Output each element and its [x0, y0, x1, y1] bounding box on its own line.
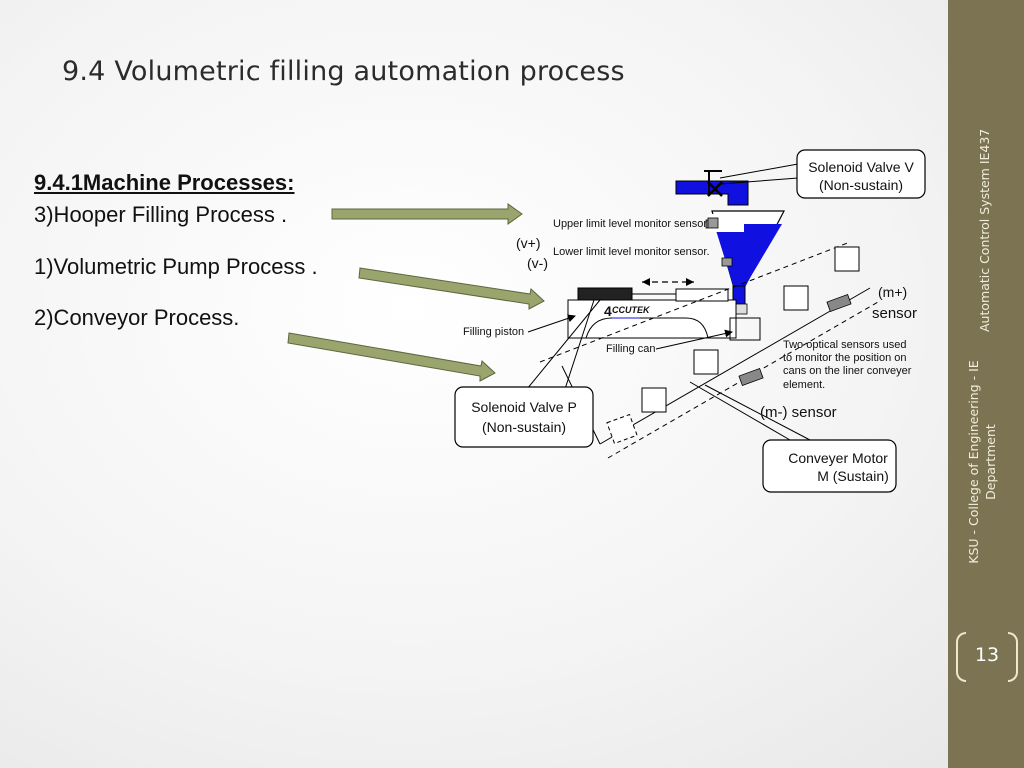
lower-sensor-label: Lower limit level monitor sensor. [553, 246, 710, 258]
callout-solenoid-p-line2: (Non-sustain) [482, 419, 566, 435]
callout-motor-line1: Conveyer Motor [788, 450, 888, 466]
can-box [834, 246, 860, 272]
filling-piston-label: Filling piston [463, 326, 524, 338]
callout-solenoid-v-line1: Solenoid Valve V [808, 159, 914, 175]
page-bracket-right [1008, 632, 1018, 682]
callout-solenoid-p-line1: Solenoid Valve P [471, 399, 577, 415]
can-box [693, 349, 719, 375]
conveyor [539, 241, 879, 459]
can-box [641, 387, 667, 413]
optical-note-line2: to monitor the position on [783, 352, 907, 364]
brand-logo: CCUTEK [612, 305, 651, 315]
slide-title: 9.4 Volumetric filling automation proces… [62, 56, 625, 87]
brand-logo-4: 4 [604, 303, 612, 319]
pump-solenoid-block [577, 287, 633, 301]
department-line2: Department [983, 424, 998, 500]
callout-solenoid-valve-v [796, 149, 926, 199]
section-heading: 9.4.1Machine Processes: [34, 170, 295, 195]
can-box-dashed [606, 413, 638, 445]
page-bracket-left [956, 632, 966, 682]
m-plus-sensor-icon [826, 294, 852, 312]
optical-note-line3: cans on the liner conveyer [783, 365, 912, 377]
upper-sensor-label: Upper limit level monitor sensor [553, 218, 707, 230]
leader-lines [526, 163, 811, 441]
filling-can-under-nozzle [729, 317, 761, 341]
optical-note-line1: Two optical sensors used [783, 339, 907, 351]
filling-piston-cylinder [675, 288, 729, 302]
m-minus-sensor-icon [738, 368, 764, 386]
reciprocate-arrow [642, 278, 694, 286]
pointer-arrow-pump [358, 267, 545, 310]
feed-pipe [675, 170, 749, 206]
list-item-hopper: 3)Hooper Filling Process . [34, 202, 288, 227]
m-minus-label: (m-) sensor [760, 404, 837, 421]
callout-motor-line2: M (Sustain) [817, 468, 889, 484]
department-label: KSU - College of Engineering - IE Depart… [965, 349, 999, 575]
optical-note-line4: element. [783, 379, 825, 391]
list-item-conveyor: 2)Conveyor Process. [34, 305, 240, 330]
course-label: Automatic Control System IE437 [977, 128, 992, 332]
page-number-text: 13 [974, 644, 1000, 666]
m-plus-sensor-label: sensor [872, 305, 917, 322]
lower-sensor-icon [721, 257, 733, 267]
pointer-arrow-hopper [331, 203, 523, 225]
list-item-pump: 1)Volumetric Pump Process . [34, 254, 318, 279]
page-number: 13 [956, 632, 1018, 682]
callout-solenoid-v-line2: (Non-sustain) [819, 177, 903, 193]
callout-conveyer-motor [762, 439, 897, 493]
can-box [783, 285, 809, 311]
filling-machine-diagram: CCUTEK 4 Solenoid Valve V ( [287, 149, 926, 493]
pointer-arrow-conveyor [287, 332, 496, 382]
callout-solenoid-valve-p [454, 386, 594, 448]
v-plus-label: (v+) [516, 235, 541, 251]
m-plus-label: (m+) [878, 284, 907, 300]
filling-can-label: Filling can [606, 343, 656, 355]
department-line1: KSU - College of Engineering - IE [966, 360, 981, 564]
v-minus-label: (v-) [527, 255, 548, 271]
